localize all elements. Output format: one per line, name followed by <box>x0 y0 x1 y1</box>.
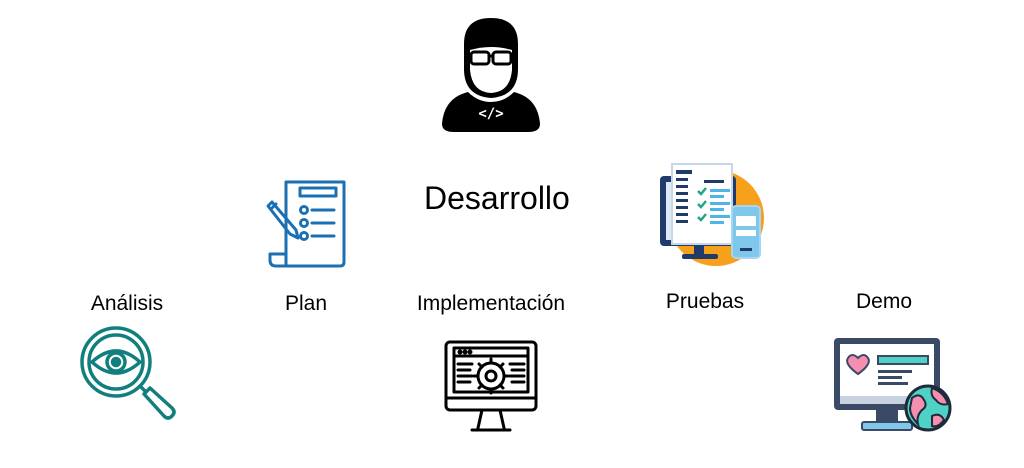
monitor-gear-icon <box>442 340 540 436</box>
step-label-implementacion: Implementación <box>416 292 566 315</box>
step-label-analisis: Análisis <box>90 292 164 315</box>
monitor-globe-icon <box>832 336 956 436</box>
step-label-plan: Plan <box>284 292 328 315</box>
step-label-pruebas: Pruebas <box>665 290 745 313</box>
developer-avatar-icon: </> <box>438 14 544 134</box>
step-label-demo: Demo <box>855 290 913 313</box>
monitor-checklist-phone-icon <box>658 160 766 272</box>
page-title: Desarrollo <box>424 180 570 216</box>
checklist-pencil-icon <box>264 178 350 270</box>
magnifier-eye-icon <box>78 324 178 424</box>
developer-code-glyph: </> <box>478 106 503 122</box>
